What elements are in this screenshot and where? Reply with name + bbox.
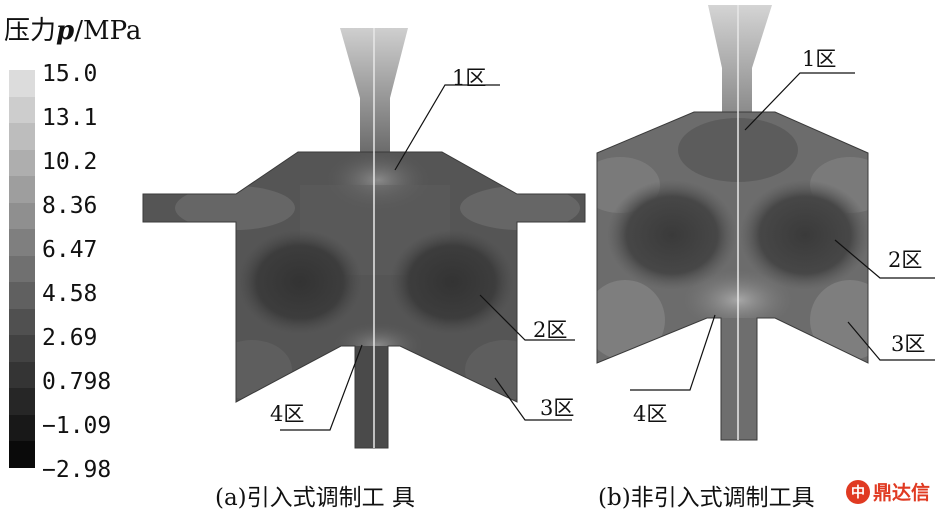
watermark: 中 鼎达信 xyxy=(846,478,930,505)
panel-b-leaders xyxy=(630,72,935,391)
legend-colorbar xyxy=(9,70,35,468)
legend-swatch xyxy=(9,308,35,336)
legend-tick: 15.0 xyxy=(42,61,98,87)
legend-tick: 0.798 xyxy=(42,369,112,395)
legend-swatch xyxy=(9,388,35,415)
panel-b-nozzle xyxy=(708,5,772,114)
legend-tick: 2.69 xyxy=(42,325,98,351)
legend-swatch xyxy=(9,361,35,389)
legend-swatch xyxy=(9,335,35,362)
legend-swatch xyxy=(9,70,35,97)
legend-title-prefix: 压力 xyxy=(4,16,57,46)
panel-a-zone1-label: 1区 xyxy=(452,66,487,90)
panel-b-caption: (b)非引入式调制工具 xyxy=(598,485,815,511)
legend-swatch xyxy=(9,176,35,203)
panel-b-zone3-label: 3区 xyxy=(891,332,926,356)
legend-title-unit: /MPa xyxy=(74,16,142,46)
panel-b-zone4-label: 4区 xyxy=(633,402,668,426)
watermark-logo-icon: 中 xyxy=(846,479,870,504)
watermark-text: 鼎达信 xyxy=(873,482,931,504)
legend-swatch xyxy=(9,96,35,124)
panel-a-caption: (a)引入式调制工 具 xyxy=(215,485,415,511)
legend-title: 压力p/MPa xyxy=(4,10,141,47)
legend-tick: 8.36 xyxy=(42,193,98,219)
panel-a-zone4-label: 4区 xyxy=(270,402,305,426)
legend-swatch xyxy=(9,229,35,256)
legend-swatch xyxy=(9,441,35,468)
panel-b-outline xyxy=(596,111,869,441)
panel-b-zone2-label: 2区 xyxy=(888,248,923,272)
legend-tick: −2.98 xyxy=(42,457,112,483)
legend-tick: 4.58 xyxy=(42,281,98,307)
legend-swatch xyxy=(9,255,35,283)
panel-b-zone1-label: 1区 xyxy=(802,47,837,71)
panel-b-tool xyxy=(596,5,869,441)
legend-title-variable: p xyxy=(56,16,75,46)
panel-a-tool xyxy=(142,28,586,449)
panel-a-zone3-label: 3区 xyxy=(540,396,575,420)
legend-swatch xyxy=(9,282,35,309)
legend-tick: 6.47 xyxy=(42,237,98,263)
panel-a-leaders xyxy=(280,84,575,431)
panel-a-zone2-label: 2区 xyxy=(533,318,568,342)
legend-tick: −1.09 xyxy=(42,413,112,439)
legend-tick: 10.2 xyxy=(42,149,98,175)
legend-tick: 13.1 xyxy=(42,105,98,131)
legend-swatch xyxy=(9,149,35,177)
legend-swatch xyxy=(9,202,35,230)
legend-swatch xyxy=(9,123,35,150)
panel-a-outline xyxy=(142,151,586,449)
legend-swatch xyxy=(9,414,35,442)
